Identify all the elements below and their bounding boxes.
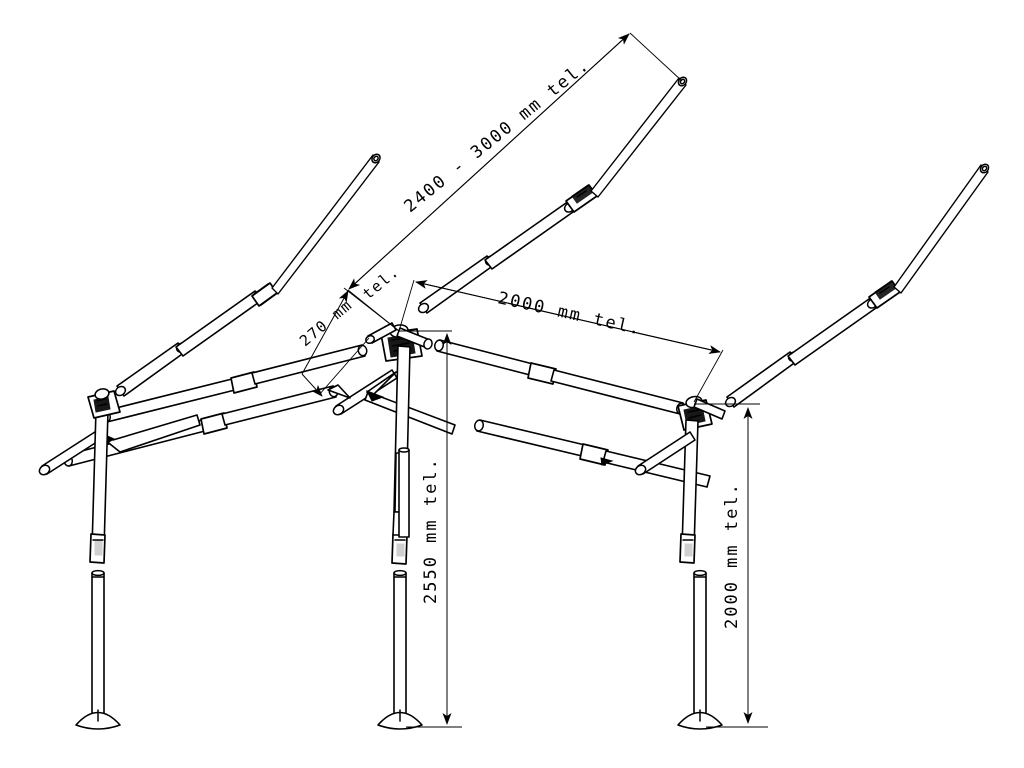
- hub-left: [87, 388, 121, 419]
- dimension-side-pole-height: 2000 mm tel.: [694, 403, 768, 728]
- right-upright: [679, 419, 699, 564]
- right-assembly: [634, 163, 990, 730]
- purlin-upper-left: [100, 344, 368, 423]
- left-assembly: [38, 153, 381, 730]
- center-assembly: [327, 76, 711, 730]
- dimension-label-side-pole-height: 2000 mm tel.: [722, 482, 742, 629]
- purlin-lower-right: [473, 419, 711, 488]
- brace-right-outer: [634, 431, 696, 476]
- dimension-center-pole-height: 2550 mm tel.: [399, 330, 462, 728]
- brace-left-outer: [38, 414, 201, 476]
- right-ground-pole: [677, 569, 723, 730]
- rafter-right: [724, 163, 990, 408]
- dimension-label-center-pole-height: 2550 mm tel.: [421, 457, 441, 604]
- rafter-center: [417, 76, 688, 314]
- center-inner-pole: [398, 447, 410, 538]
- rafter-left: [114, 153, 381, 397]
- brace-center: [327, 369, 456, 435]
- left-ground-pole: [75, 569, 121, 730]
- purlin-upper-right: [433, 339, 687, 415]
- center-ground-pole: [377, 569, 423, 730]
